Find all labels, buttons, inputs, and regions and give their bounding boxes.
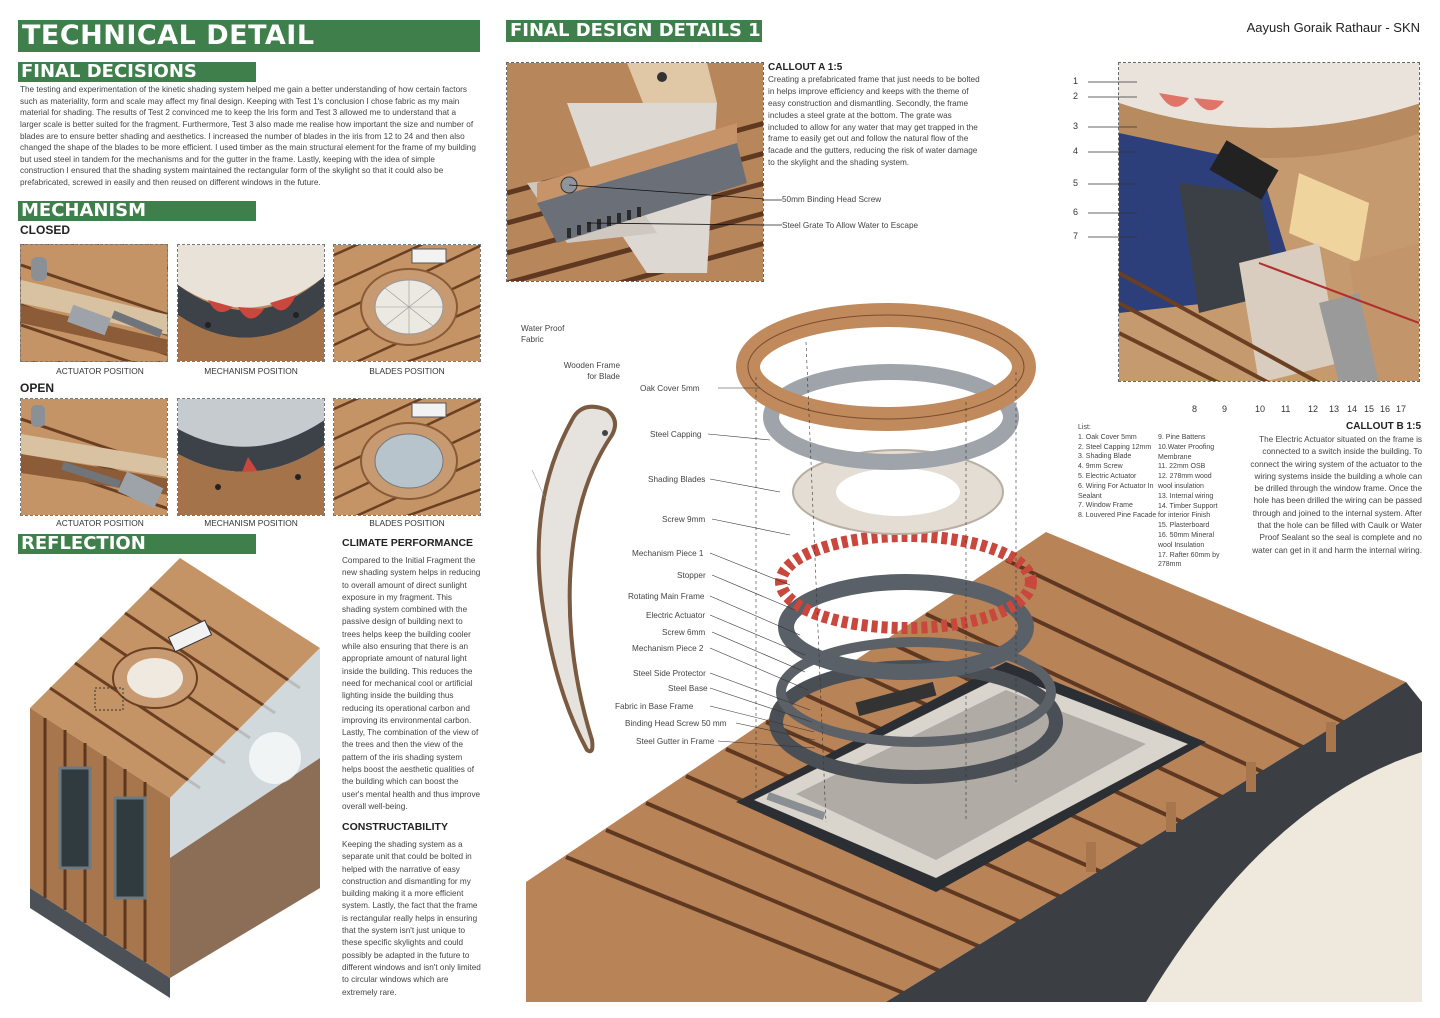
callout-a-leader-lines [762,199,782,226]
material-list-col2: 9. Pine Battens 10.Water Proofing Membra… [1158,433,1226,570]
label-steel-base: Steel Base [668,684,708,693]
label-fabric-in-base-frame: Fabric in Base Frame [615,702,694,711]
open-caption-actuator: ACTUATOR POSITION [56,518,144,528]
label-screw-6mm: Screw 6mm [662,628,706,637]
open-caption-blades: BLADES POSITION [369,518,445,528]
callout-b-number-5: 5 [1073,178,1079,188]
callout-a-text: Creating a prefabricated frame that just… [768,75,980,168]
list-item: 1. Oak Cover 5mm [1078,433,1137,441]
callout-b-number-13: 13 [1329,404,1340,414]
callout-b-number-10: 10 [1255,404,1266,414]
closed-label: CLOSED [20,223,71,237]
list-item: 4. 9mm Screw [1078,463,1123,471]
callout-b-text: The Electric Actuator situated on the fr… [1250,435,1422,555]
callout-b-left-leaders [1088,81,1137,238]
list-item: 11. 22mm OSB [1158,463,1206,471]
label-screw-9mm: Screw 9mm [662,515,706,524]
open-actuator-render [20,398,168,516]
callout-b-number-3: 3 [1073,121,1079,131]
open-label: OPEN [20,381,55,395]
label-binding-head-screw: Binding Head Screw 50 mm [625,719,727,728]
author-name: Aayush Goraik Rathaur - SKN [1246,20,1420,35]
open-blades-render [333,398,481,516]
constructability-heading: CONSTRUCTABILITY [342,821,448,833]
label-oak-cover: Oak Cover 5mm [640,384,700,393]
material-list-col1: List: 1. Oak Cover 5mm 2. Steel Capping … [1078,423,1158,521]
list-item: 13. Internal wiring [1158,492,1214,500]
callout-b-number-11: 11 [1281,404,1291,414]
page-title: TECHNICAL DETAIL [18,20,480,52]
constructability-text: Keeping the shading system as a separate… [342,840,481,997]
open-caption-mechanism: MECHANISM POSITION [204,518,298,528]
label-mechanism-piece-1: Mechanism Piece 1 [632,549,704,558]
reflection-heading: REFLECTION [18,534,256,554]
mechanism-heading: MECHANISM [18,201,256,221]
blade-label-fabric: Water Proof Fabric [521,324,565,345]
open-mechanism-render [177,398,325,516]
callout-b-number-16: 16 [1380,404,1391,414]
callout-b-number-8: 8 [1192,404,1198,414]
label-rotating-main-frame: Rotating Main Frame [628,592,705,601]
list-item: 9. Pine Battens [1158,434,1206,441]
callout-a-render [506,62,764,282]
blade-drawing [531,404,618,754]
callout-b-number-15: 15 [1364,404,1375,414]
callout-b-heading: CALLOUT B 1:5 [1346,421,1421,432]
callout-a-label-screw: 50mm Binding Head Screw [782,195,882,204]
list-item: 8. Louvered Pine Facade [1078,512,1157,520]
section-title: FINAL DESIGN DETAILS 1:5 [506,20,762,42]
callout-b-number-7: 7 [1073,231,1079,241]
list-item: 17. Rafter 60mm by 278mm [1158,551,1220,569]
list-item: 15. Plasterboard [1158,522,1210,530]
callout-b-number-9: 9 [1222,404,1228,414]
list-item: 7. Window Frame [1078,502,1133,510]
list-item: 14. Timber Support for interior Finish [1158,502,1218,520]
closed-blades-render [333,244,481,362]
label-steel-side-protector: Steel Side Protector [633,669,706,678]
callout-a-label-grate: Steel Grate To Allow Water to Escape [782,221,919,230]
closed-caption-mechanism: MECHANISM POSITION [204,366,298,376]
label-mechanism-piece-2: Mechanism Piece 2 [632,644,704,653]
blade-label-frame: Wooden Frame for Blade [563,361,620,382]
callout-b-number-4: 4 [1073,146,1079,156]
callout-b-number-14: 14 [1347,404,1358,414]
exploded-assembly-render [526,282,1422,1002]
list-item: 6. Wiring For Actuator In Sealant [1078,482,1154,500]
list-item: 10.Water Proofing Membrane [1158,443,1215,461]
callout-b-render [1118,62,1420,382]
label-electric-actuator: Electric Actuator [646,611,706,620]
final-decisions-text: The testing and experimentation of the k… [20,85,476,188]
closed-actuator-render [20,244,168,362]
callout-a-heading: CALLOUT A 1:5 [768,62,843,73]
label-steel-capping: Steel Capping [650,430,702,439]
list-item: 5. Electric Actuator [1078,472,1137,480]
label-shading-blades: Shading Blades [648,475,706,484]
material-list-heading: List: [1078,424,1091,431]
exploded-leader-lines [707,387,816,749]
list-item: 2. Steel Capping 12mm [1078,443,1152,451]
fragment-render [20,558,322,1010]
callout-b-number-6: 6 [1073,207,1079,217]
climate-heading: CLIMATE PERFORMANCE [342,537,474,549]
callout-b-number-12: 12 [1308,404,1319,414]
closed-caption-blades: BLADES POSITION [369,366,445,376]
label-stopper: Stopper [677,571,706,580]
closed-caption-actuator: ACTUATOR POSITION [56,366,144,376]
callout-b-number-2: 2 [1073,91,1079,101]
final-decisions-heading: FINAL DECISIONS [18,62,256,82]
callout-b-number-17: 17 [1396,404,1407,414]
closed-mechanism-render [177,244,325,362]
label-steel-gutter: Steel Gutter in Frame [636,737,715,746]
callout-b-number-1: 1 [1073,76,1079,86]
climate-text: Compared to the Initial Fragment the new… [342,556,481,811]
list-item: 12. 278mm wood wool insulation [1158,473,1212,490]
list-item: 16. 50mm Mineral wool Insulation [1158,531,1215,549]
list-item: 3. Shading Blade [1078,453,1132,461]
